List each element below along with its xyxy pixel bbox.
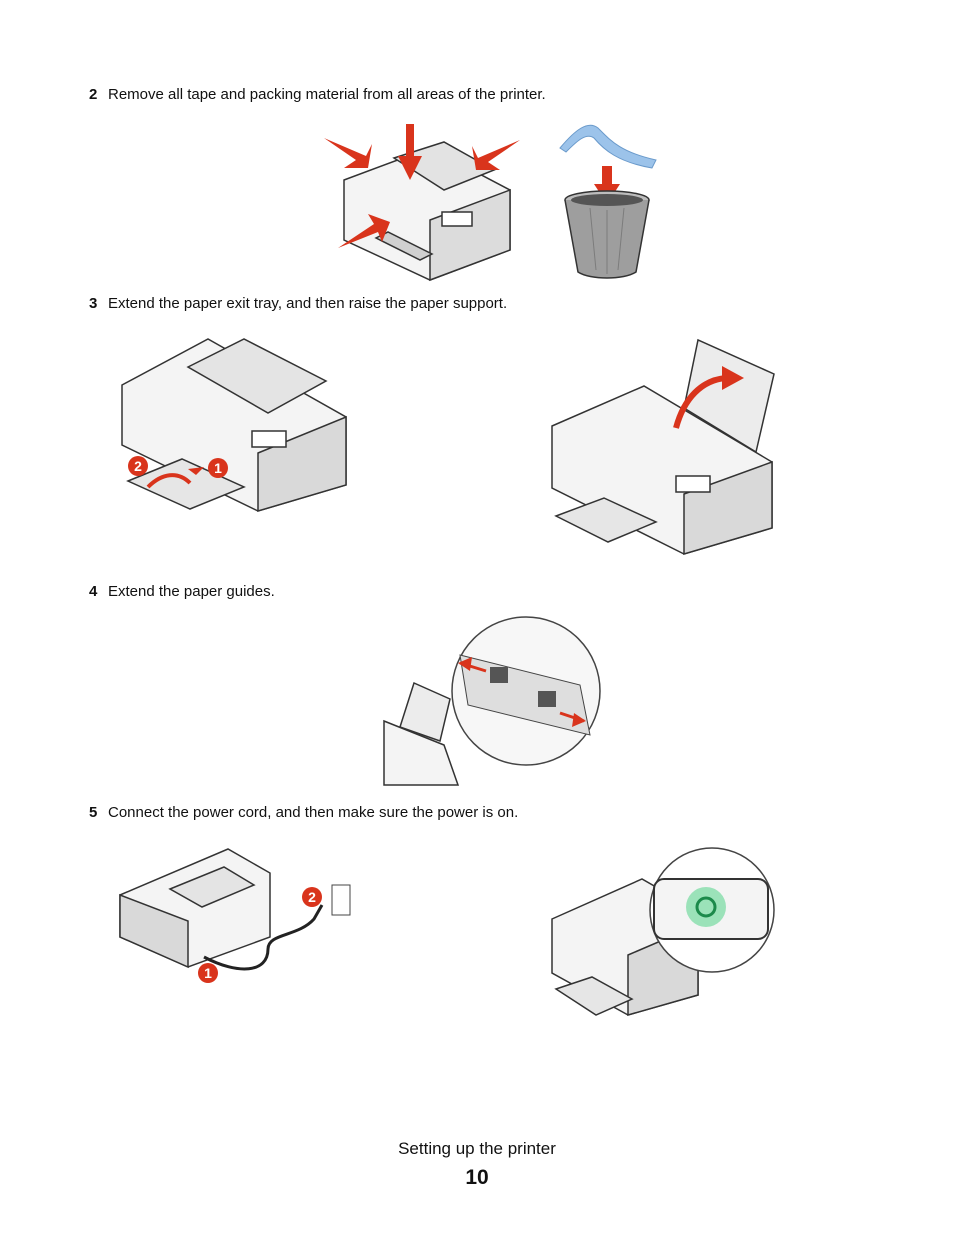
power-button-zoom: [649, 847, 775, 973]
step-5: 5 Connect the power cord, and then make s…: [89, 804, 518, 822]
callout-1: 1: [214, 460, 222, 476]
power-icon: [695, 896, 717, 918]
extend-exit-tray-illustration: 2 1: [121, 338, 347, 513]
step-number: 2: [89, 86, 98, 103]
power-on-illustration: [551, 847, 775, 1016]
step-text: Remove all tape and packing material fro…: [108, 86, 546, 103]
section-title: Setting up the printer: [398, 1139, 556, 1158]
arrow-icon: [472, 140, 520, 170]
step-number: 5: [89, 804, 98, 821]
callout-1: 1: [204, 965, 212, 981]
printer-illustration: [121, 338, 347, 513]
arrow-icon: [188, 467, 204, 475]
zoom-detail: [451, 616, 601, 766]
remove-packing-illustration: [324, 124, 657, 282]
step-number: 4: [89, 583, 98, 600]
step-number: 3: [89, 295, 98, 312]
raise-paper-support-illustration: [551, 338, 775, 556]
trash-can-icon: [564, 190, 650, 279]
extend-paper-guides-illustration: [383, 616, 601, 786]
printer-illustration: [383, 681, 460, 786]
step-3: 3 Extend the paper exit tray, and then ra…: [89, 295, 507, 313]
tape-icon: [559, 124, 657, 169]
step-4: 4 Extend the paper guides.: [89, 583, 275, 601]
callout-2: 2: [134, 458, 142, 474]
arrow-icon: [722, 366, 744, 390]
arrow-icon: [572, 713, 586, 727]
power-glow: [686, 887, 726, 927]
step-text: Extend the paper exit tray, and then rai…: [108, 295, 508, 312]
power-cord: [203, 904, 324, 971]
arrow-icon: [594, 166, 620, 204]
arrow-icon: [673, 375, 727, 429]
step-text: Connect the power cord, and then make su…: [108, 804, 519, 821]
arrow-icon: [324, 138, 372, 168]
step-text: Extend the paper guides.: [108, 583, 275, 600]
arrow-icon: [398, 124, 422, 180]
arrow-icon: [338, 214, 390, 248]
printer-illustration: [343, 141, 511, 282]
wall-outlet-icon: [331, 884, 351, 916]
arrow-icon: [146, 473, 192, 489]
arrow-icon: [458, 657, 472, 671]
step-2: 2 Remove all tape and packing material fr…: [89, 86, 546, 104]
printer-illustration: [119, 848, 271, 969]
printer-illustration: [551, 338, 775, 556]
connect-power-cord-illustration: 2 1: [119, 848, 351, 983]
callout-2: 2: [308, 889, 316, 905]
page-number: 10: [465, 1166, 489, 1189]
